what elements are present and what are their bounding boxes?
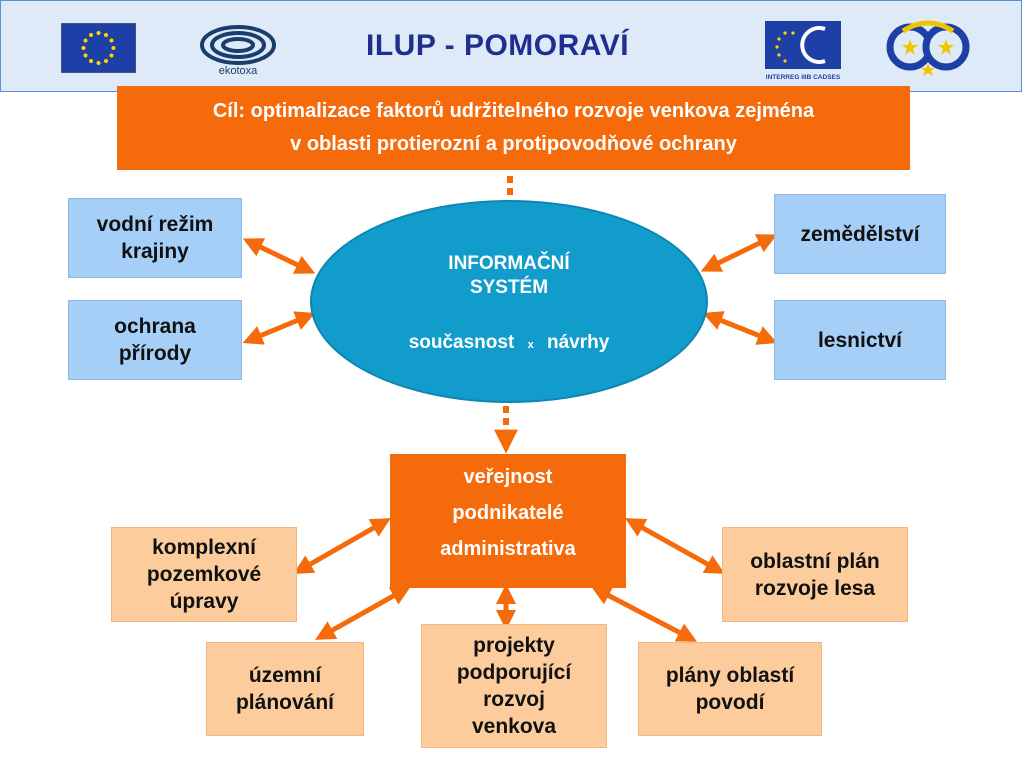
box-zemedelstvi-line-1: zemědělství	[800, 222, 920, 246]
stakeholders-line-3: administrativa	[440, 538, 576, 560]
box-uzemni-planovani: územní plánování	[206, 642, 364, 736]
box-plany-line-1: plány oblastí	[665, 664, 795, 687]
info-system-line-1: INFORMAČNÍ	[448, 253, 570, 274]
eu-star	[96, 31, 101, 35]
interreg-logo-text: INTERREG IIIB CADSES	[766, 74, 841, 81]
arrow-oblastni	[625, 518, 725, 574]
ekotoxa-logo-text: ekotoxa	[219, 65, 258, 77]
box-oblastni-line-2: rozvoje lesa	[754, 576, 876, 600]
info-system-subtitle: současnost x návrhy	[312, 332, 706, 354]
info-system-separator: x	[527, 339, 534, 351]
eu-star	[89, 58, 93, 63]
ekotoxa-logo: ekotoxa	[200, 25, 276, 77]
box-projekty-line-4: venkova	[471, 715, 557, 738]
info-system-line-2: SYSTÉM	[469, 277, 549, 298]
box-komplexni-upravy: komplexní pozemkové úpravy	[111, 527, 297, 622]
box-vodni-rezim-line-2: krajiny	[121, 240, 189, 263]
arrow-uzemni	[315, 586, 411, 640]
stakeholders-box: veřejnost podnikatelé administrativa	[390, 454, 626, 588]
stakeholders-line-1: veřejnost	[463, 466, 553, 488]
arrow-vodni-rezim	[242, 238, 316, 274]
box-uzemni-line-1: územní	[248, 664, 322, 687]
eu-star	[96, 61, 101, 65]
goal-line-2: v oblasti protierozní a protipovodňové o…	[290, 133, 737, 155]
box-projekty-line-2: podporující	[456, 661, 572, 684]
eu-star	[81, 46, 86, 50]
box-plany-povodi: plány oblastí povodí	[638, 642, 822, 736]
box-projekty-line-1: projekty	[473, 634, 555, 657]
info-system-title: INFORMAČNÍ SYSTÉM	[312, 252, 706, 300]
eu-star	[109, 53, 114, 58]
box-projekty: projekty podporující rozvoj venkova	[421, 624, 607, 748]
eu-star	[109, 38, 114, 43]
arrow-lesnictvi	[702, 311, 778, 345]
box-lesnictvi-line-1: lesnictví	[817, 328, 903, 352]
box-komplexni-line-3: úpravy	[169, 590, 239, 613]
box-komplexni-line-1: komplexní	[152, 536, 256, 559]
box-zemedelstvi: zemědělství	[774, 194, 946, 274]
box-projekty-line-3: rozvoj	[483, 688, 545, 711]
goal-box: Cíl: optimalizace faktorů udržitelného r…	[117, 86, 910, 170]
eu-star	[89, 33, 93, 38]
arrow-ochrana-prirody	[242, 311, 316, 345]
page-title: ILUP - POMORAVÍ	[366, 29, 630, 62]
info-system-proposals: návrhy	[546, 332, 610, 353]
box-ochrana-prirody-line-1: ochrana	[114, 315, 196, 338]
eu-star	[83, 53, 88, 58]
info-system-current: současnost	[408, 332, 515, 353]
project-logo	[886, 20, 970, 76]
arrow-plany	[590, 586, 698, 642]
eu-star	[83, 38, 88, 43]
eu-flag-logo	[61, 23, 136, 73]
eu-star	[104, 58, 108, 63]
box-oblastni-line-1: oblastní plán	[750, 549, 880, 573]
header-bar: ekotoxa ILUP - POMORAVÍ INTERREG IIIB CA…	[0, 0, 1022, 92]
stakeholders-line-2: podnikatelé	[452, 502, 564, 524]
info-system-ellipse: INFORMAČNÍ SYSTÉM současnost x návrhy	[310, 200, 708, 403]
box-ochrana-prirody-line-2: přírody	[118, 342, 192, 365]
box-vodni-rezim: vodní režim krajiny	[68, 198, 242, 278]
arrow-komplexni	[293, 518, 391, 574]
goal-line-1: Cíl: optimalizace faktorů udržitelného r…	[212, 100, 815, 122]
eu-star	[104, 33, 108, 38]
box-lesnictvi: lesnictví	[774, 300, 946, 380]
arrow-zemedelstvi	[700, 234, 778, 272]
interreg-logo: INTERREG IIIB CADSES	[765, 21, 841, 81]
box-plany-line-2: povodí	[695, 691, 765, 714]
eu-star	[111, 46, 116, 50]
box-vodni-rezim-line-1: vodní režim	[96, 213, 214, 236]
box-ochrana-prirody: ochrana přírody	[68, 300, 242, 380]
box-komplexni-line-2: pozemkové	[146, 563, 262, 586]
box-uzemni-line-2: plánování	[235, 691, 335, 714]
box-oblastni-plan: oblastní plán rozvoje lesa	[722, 527, 908, 622]
